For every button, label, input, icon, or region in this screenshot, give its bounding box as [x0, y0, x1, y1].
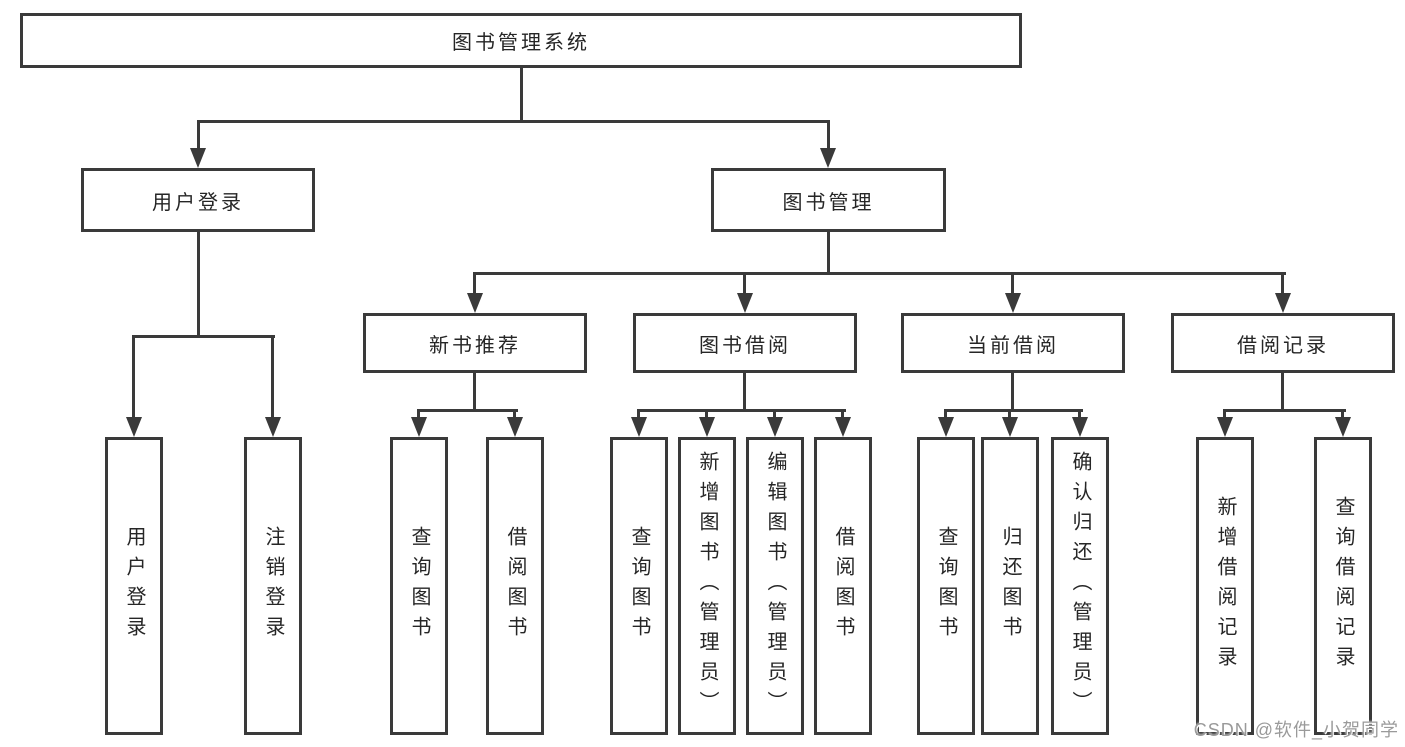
- arrowhead-confirm-return: [1072, 417, 1088, 437]
- connector-userlogin-stem: [197, 232, 200, 335]
- leaf-logout-label: 注销登录: [262, 526, 284, 646]
- connector-newbook-stem: [473, 373, 476, 412]
- connector-newbook-split: [417, 409, 518, 412]
- connector-currentborrow-stem: [1011, 373, 1014, 412]
- arrowhead-record-add: [1217, 417, 1233, 437]
- node-book-management: 图书管理: [711, 168, 946, 232]
- node-current-borrow: 当前借阅: [901, 313, 1125, 373]
- connector-drop-current-query: [944, 409, 947, 419]
- arrowhead-new-book: [467, 293, 483, 313]
- connector-bookmgmt-stem: [827, 232, 830, 275]
- node-book-borrow: 图书借阅: [633, 313, 857, 373]
- arrowhead-return-book: [1002, 417, 1018, 437]
- leaf-record-query: 查询借阅记录: [1314, 437, 1372, 735]
- arrowhead-current-query: [938, 417, 954, 437]
- connector-drop-return-book: [1008, 409, 1011, 419]
- leaf-current-query: 查询图书: [917, 437, 975, 735]
- node-new-book-recommend: 新书推荐: [363, 313, 587, 373]
- node-root-system: 图书管理系统: [20, 13, 1022, 68]
- connector-drop-user-login: [197, 120, 200, 150]
- arrowhead-current-borrow: [1005, 293, 1021, 313]
- connector-drop-record-query: [1341, 409, 1344, 419]
- leaf-user-login-label: 用户登录: [123, 526, 145, 646]
- connector-drop-borrow-edit: [773, 409, 776, 419]
- connector-drop-borrow-record: [1281, 272, 1284, 295]
- arrowhead-book-borrow: [737, 293, 753, 313]
- arrowhead-newbook-borrow: [507, 417, 523, 437]
- arrowhead-user-login: [190, 148, 206, 168]
- leaf-borrow-add-admin-label: 新增图书（管理员）: [696, 451, 718, 721]
- leaf-borrow-book-label: 借阅图书: [832, 526, 854, 646]
- leaf-record-query-label: 查询借阅记录: [1332, 496, 1354, 676]
- connector-borrowrecord-split: [1223, 409, 1346, 412]
- connector-bookborrow-split: [637, 409, 846, 412]
- connector-drop-current-borrow: [1011, 272, 1014, 295]
- leaf-borrow-edit-admin: 编辑图书（管理员）: [746, 437, 804, 735]
- leaf-logout: 注销登录: [244, 437, 302, 735]
- arrowhead-record-query: [1335, 417, 1351, 437]
- leaf-record-add-label: 新增借阅记录: [1214, 496, 1236, 676]
- connector-root-split: [197, 120, 830, 123]
- connector-drop-borrow-book: [841, 409, 844, 419]
- arrowhead-leaf-logout: [265, 417, 281, 437]
- leaf-confirm-return-admin-label: 确认归还（管理员）: [1069, 451, 1091, 721]
- leaf-newbook-query: 查询图书: [390, 437, 448, 735]
- connector-drop-newbook-query: [417, 409, 420, 419]
- arrowhead-borrow-add: [699, 417, 715, 437]
- connector-borrowrecord-stem: [1281, 373, 1284, 412]
- leaf-return-book: 归还图书: [981, 437, 1039, 735]
- arrowhead-borrow-query: [631, 417, 647, 437]
- leaf-newbook-query-label: 查询图书: [408, 526, 430, 646]
- leaf-borrow-edit-admin-label: 编辑图书（管理员）: [764, 451, 786, 721]
- connector-currentborrow-split: [944, 409, 1083, 412]
- leaf-confirm-return-admin: 确认归还（管理员）: [1051, 437, 1109, 735]
- connector-drop-newbook-borrow: [513, 409, 516, 419]
- node-user-login: 用户登录: [81, 168, 315, 232]
- connector-bookborrow-stem: [743, 373, 746, 412]
- leaf-current-query-label: 查询图书: [935, 526, 957, 646]
- leaf-borrow-query-label: 查询图书: [628, 526, 650, 646]
- leaf-borrow-query: 查询图书: [610, 437, 668, 735]
- arrowhead-borrow-edit: [767, 417, 783, 437]
- connector-drop-leaf-logout: [271, 335, 274, 419]
- leaf-newbook-borrow: 借阅图书: [486, 437, 544, 735]
- connector-root-stem: [520, 68, 523, 120]
- connector-drop-borrow-add: [705, 409, 708, 419]
- arrowhead-book-management: [820, 148, 836, 168]
- connector-drop-borrow-query: [637, 409, 640, 419]
- leaf-newbook-borrow-label: 借阅图书: [504, 526, 526, 646]
- connector-drop-book-borrow: [743, 272, 746, 295]
- leaf-return-book-label: 归还图书: [999, 526, 1021, 646]
- leaf-borrow-book: 借阅图书: [814, 437, 872, 735]
- arrowhead-newbook-query: [411, 417, 427, 437]
- connector-userlogin-split: [132, 335, 275, 338]
- connector-drop-confirm-return: [1078, 409, 1081, 419]
- leaf-borrow-add-admin: 新增图书（管理员）: [678, 437, 736, 735]
- leaf-record-add: 新增借阅记录: [1196, 437, 1254, 735]
- connector-drop-book-management: [827, 120, 830, 150]
- leaf-user-login: 用户登录: [105, 437, 163, 735]
- csdn-watermark: CSDN @软件_小贺同学: [1193, 720, 1399, 740]
- connector-bookmgmt-split: [473, 272, 1286, 275]
- connector-drop-record-add: [1223, 409, 1226, 419]
- connector-drop-leaf-user-login: [132, 335, 135, 419]
- arrowhead-borrow-book: [835, 417, 851, 437]
- node-borrow-record: 借阅记录: [1171, 313, 1395, 373]
- arrowhead-leaf-user-login: [126, 417, 142, 437]
- arrowhead-borrow-record: [1275, 293, 1291, 313]
- connector-drop-new-book: [473, 272, 476, 295]
